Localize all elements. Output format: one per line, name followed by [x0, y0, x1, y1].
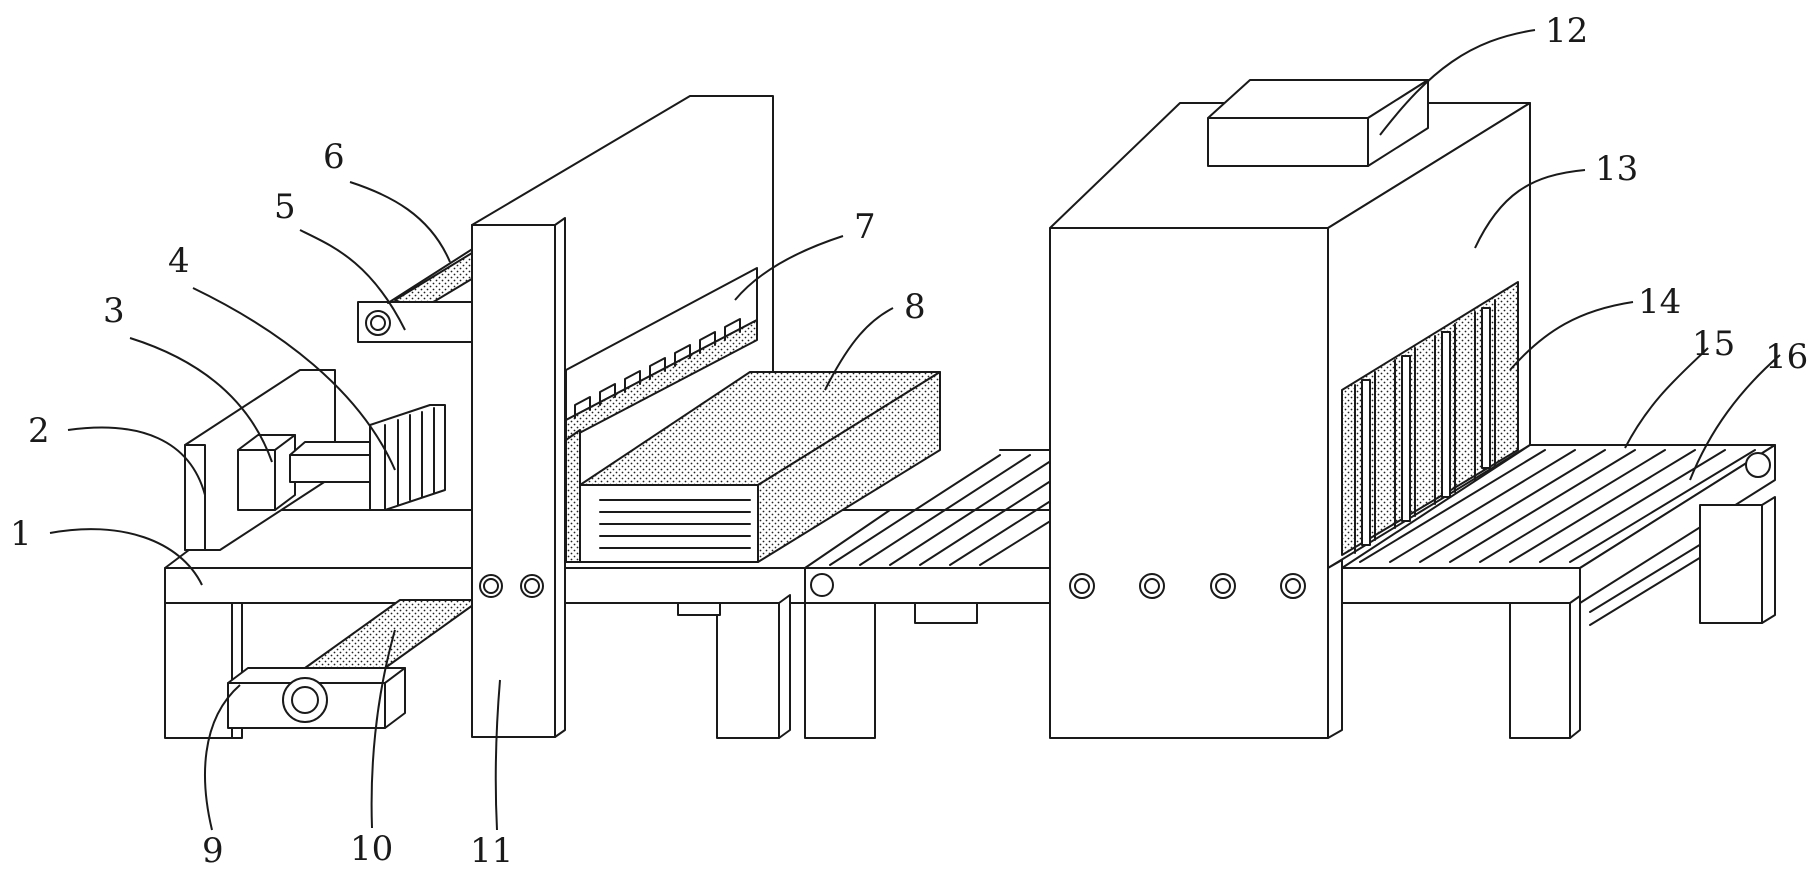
vent-slats: [1341, 281, 1519, 556]
label-5: 5: [274, 187, 296, 227]
bottom-drive: [227, 599, 481, 729]
label-10: 10: [350, 829, 393, 869]
label-13: 13: [1595, 149, 1638, 189]
label-3: 3: [103, 291, 125, 331]
callout-labels: 1 2 3 4 5 6 7 8 9 10 11 12 13 14 15 16: [10, 11, 1808, 871]
cutter-blade: [565, 267, 758, 441]
label-4: 4: [168, 241, 190, 281]
label-7: 7: [854, 207, 876, 247]
label-11: 11: [470, 831, 513, 871]
label-6: 6: [323, 137, 345, 177]
label-1: 1: [10, 514, 32, 554]
push-cylinder: [237, 434, 386, 511]
outfeed-conveyor: [1341, 444, 1776, 739]
leader-lines: [49, 29, 1781, 831]
label-8: 8: [904, 287, 926, 327]
foam-block: [565, 371, 941, 563]
label-14: 14: [1638, 282, 1681, 322]
control-box: [1207, 79, 1429, 167]
label-2: 2: [28, 411, 50, 451]
label-15: 15: [1692, 324, 1735, 364]
push-plate: [369, 404, 446, 511]
top-roller-assembly: [357, 241, 491, 343]
middle-conveyor: [804, 449, 1061, 739]
label-9: 9: [202, 831, 224, 871]
label-12: 12: [1545, 11, 1588, 51]
label-16: 16: [1765, 337, 1808, 377]
